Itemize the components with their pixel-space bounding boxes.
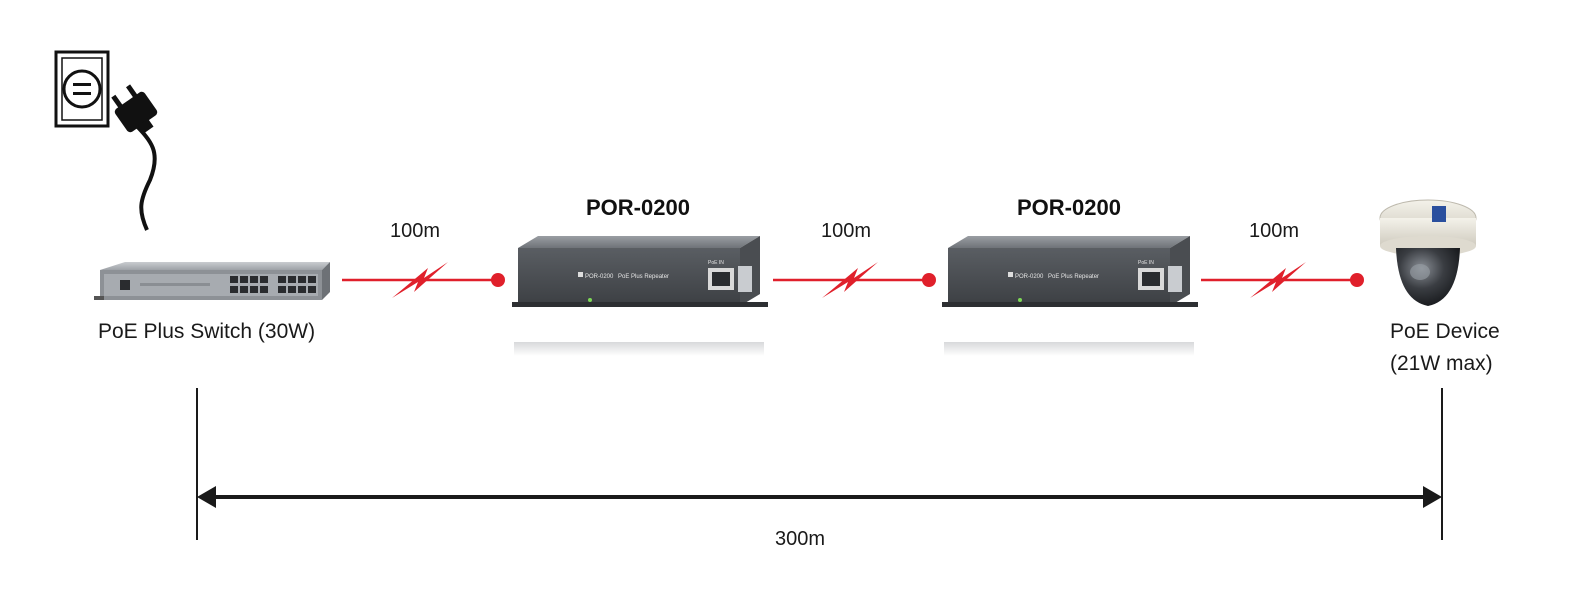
- segment-2-distance: 100m: [821, 220, 871, 243]
- poe-switch-device: [94, 262, 330, 300]
- repeater-2-port-label: PoE IN: [1138, 260, 1154, 266]
- repeater-1-port-label: PoE IN: [708, 260, 724, 266]
- link-segment-3: [1201, 262, 1364, 298]
- repeater-2-panel-name: PoE Plus Repeater: [1048, 274, 1099, 280]
- repeater-1-device: [512, 236, 768, 356]
- camera-label-line2: (21W max): [1390, 352, 1493, 376]
- segment-1-distance: 100m: [390, 220, 440, 243]
- power-outlet-icon: [56, 52, 108, 126]
- repeater-1-title: POR-0200: [586, 195, 690, 221]
- dome-camera-device: [1380, 200, 1476, 306]
- segment-3-distance: 100m: [1249, 220, 1299, 243]
- repeater-2-device: [942, 236, 1198, 356]
- camera-label-line1: PoE Device: [1390, 320, 1500, 344]
- measurement-bar: [197, 388, 1442, 540]
- power-plug-icon: [106, 80, 163, 230]
- repeater-1-panel-model: POR-0200: [585, 274, 614, 280]
- switch-label: PoE Plus Switch (30W): [98, 320, 315, 344]
- repeater-2-panel-model: POR-0200: [1015, 274, 1044, 280]
- total-distance: 300m: [775, 528, 825, 551]
- repeater-1-panel-name: PoE Plus Repeater: [618, 274, 669, 280]
- repeater-2-title: POR-0200: [1017, 195, 1121, 221]
- link-segment-1: [342, 262, 505, 298]
- link-segment-2: [773, 262, 936, 298]
